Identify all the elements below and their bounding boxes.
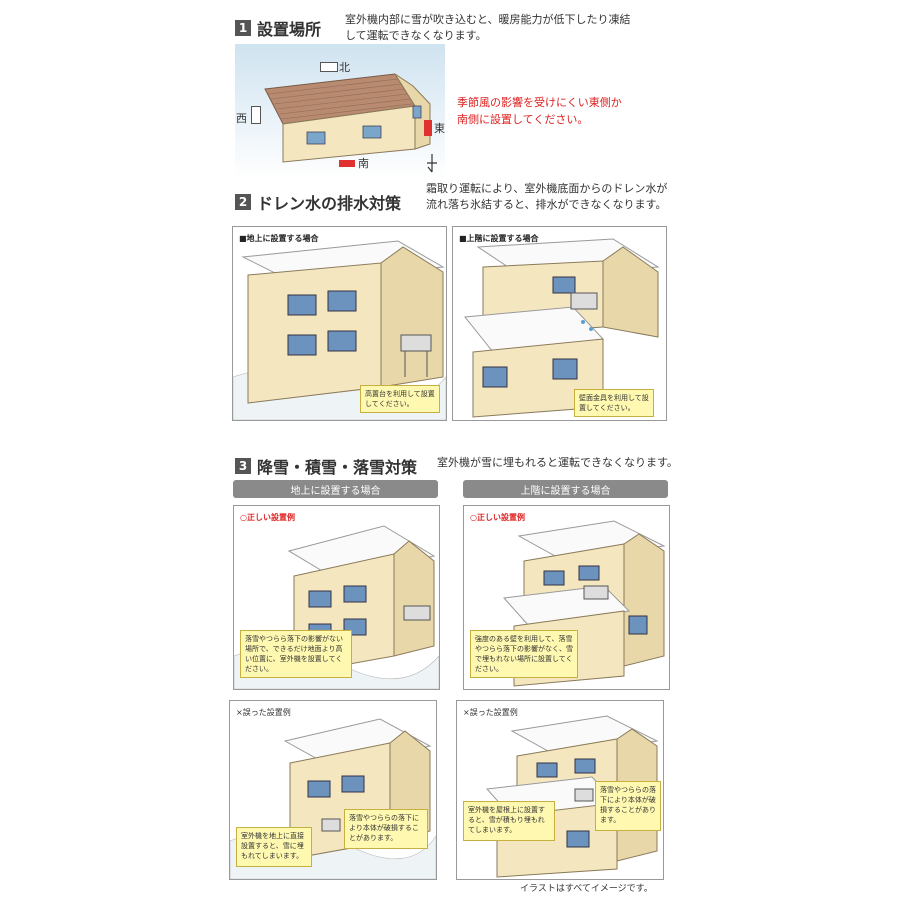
section2-desc-line2: 流れ落ち氷結すると、排水ができなくなります。 — [426, 198, 667, 211]
west-label: 西 — [236, 112, 247, 125]
section2-description: 霜取り運転により、室外機底面からのドレン水が 流れ落ち氷結すると、排水ができなく… — [426, 181, 667, 213]
south-marker — [339, 160, 355, 167]
ok-ground-panel: ○正しい設置例 落雪やつらら落下の影響がない場所で、できるだけ地面より高い位置に… — [233, 505, 440, 690]
ng-ground-callout-buried: 室外機を地上に直接設置すると、雪に埋もれてしまいます。 — [236, 827, 312, 867]
east-label: 東 — [434, 122, 445, 135]
section1-number: 1 — [235, 20, 251, 36]
section3-description: 室外機が雪に埋もれると運転できなくなります。 — [437, 456, 678, 469]
drain-upper-panel: ■上階に設置する場合 壁面金具を利用して設置してください。 — [452, 226, 667, 421]
section1-note-line1: 季節風の影響を受けにくい東側か — [457, 96, 622, 109]
section1-note: 季節風の影響を受けにくい東側か 南側に設置してください。 — [457, 94, 622, 128]
section1-desc-line2: して運転できなくなります。 — [345, 29, 487, 42]
drain-ground-label: ■地上に設置する場合 — [239, 234, 319, 243]
section1-illustration — [235, 44, 445, 179]
ng-ground-callout-damage: 落雪やつららの落下により本体が破損することがあります。 — [344, 809, 428, 849]
north-label: 北 — [339, 61, 350, 74]
section1-title: 設置場所 — [257, 20, 322, 39]
section2-number: 2 — [235, 194, 251, 210]
ok-upper-callout: 強度のある壁を利用して、落雪やつらら落下の影響がなく、雪で埋もれない場所に設置し… — [470, 630, 578, 678]
drain-ground-callout: 高置台を利用して設置してください。 — [360, 385, 440, 413]
ng-upper-callout-damage: 落雪やつららの落下により本体が破損することがあります。 — [595, 781, 661, 831]
section2-heading: 2 ドレン水の排水対策 — [235, 190, 401, 214]
ok-upper-label: ○正しい設置例 — [470, 513, 525, 522]
ng-ground-panel: ×誤った設置例 室外機を地上に直接設置すると、雪に埋もれてしまいます。 落雪やつ… — [229, 700, 437, 880]
ng-upper-callout-buried: 室外機を屋根上に設置すると、雪が積もり埋もれてしまいます。 — [463, 801, 555, 841]
ok-upper-panel: ○正しい設置例 強度のある壁を利用して、落雪やつらら落下の影響がなく、雪で埋もれ… — [463, 505, 670, 690]
footer-note: イラストはすべてイメージです。 — [520, 884, 653, 894]
compass-arrow-icon — [425, 153, 439, 173]
ng-upper-label: ×誤った設置例 — [463, 708, 518, 717]
ng-upper-panel: ×誤った設置例 室外機を屋根上に設置すると、雪が積もり埋もれてしまいます。 落雪… — [456, 700, 664, 880]
ok-ground-callout: 落雪やつらら落下の影響がない場所で、できるだけ地面より高い位置に、室外機を設置し… — [240, 630, 352, 678]
section1-description: 室外機内部に雪が吹き込むと、暖房能力が低下したり凍結 して運転できなくなります。 — [345, 12, 631, 44]
tab-upper: 上階に設置する場合 — [463, 480, 668, 498]
section3-heading: 3 降雪・積雪・落雪対策 — [235, 454, 417, 478]
section3-number: 3 — [235, 458, 251, 474]
section1-desc-line1: 室外機内部に雪が吹き込むと、暖房能力が低下したり凍結 — [345, 13, 631, 26]
ok-ground-label: ○正しい設置例 — [240, 513, 295, 522]
section3-title: 降雪・積雪・落雪対策 — [257, 458, 418, 477]
section1-note-line2: 南側に設置してください。 — [457, 113, 589, 126]
drain-upper-label: ■上階に設置する場合 — [459, 234, 539, 243]
section2-title: ドレン水の排水対策 — [257, 194, 402, 213]
south-label: 南 — [358, 157, 369, 170]
east-marker — [424, 120, 432, 136]
tab-ground: 地上に設置する場合 — [233, 480, 438, 498]
west-marker — [251, 106, 261, 124]
section2-desc-line1: 霜取り運転により、室外機底面からのドレン水が — [426, 182, 668, 195]
north-marker — [320, 62, 338, 72]
drain-upper-callout: 壁面金具を利用して設置してください。 — [574, 389, 654, 417]
drain-ground-panel: ■地上に設置する場合 高置台を利用して設置してください。 — [232, 226, 447, 421]
section1-heading: 1 設置場所 — [235, 16, 321, 40]
ng-ground-label: ×誤った設置例 — [236, 708, 291, 717]
